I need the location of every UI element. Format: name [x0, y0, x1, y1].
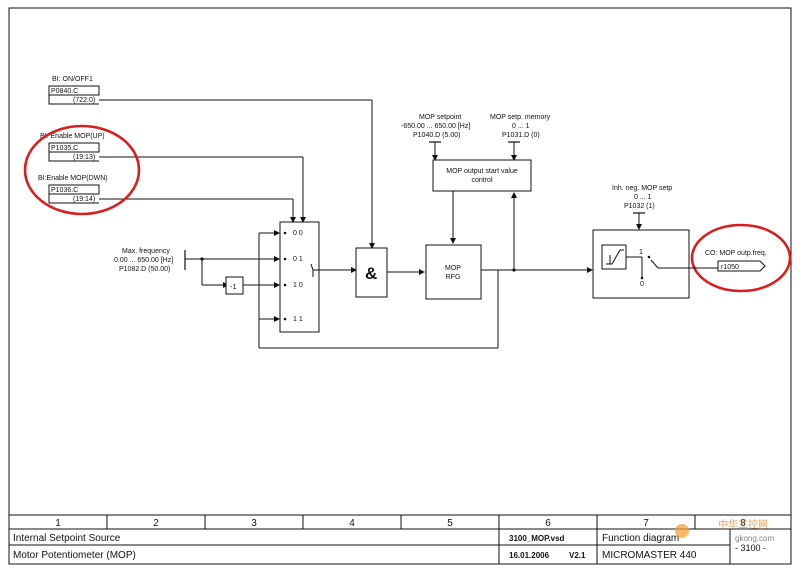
watermark-logo-icon	[675, 524, 689, 538]
selector-row-3: 1 0	[293, 282, 303, 289]
selector-block: 0 0 0 1 1 0 1 1	[279, 221, 320, 333]
selector-row-1: 0 0	[293, 230, 303, 237]
file-name: 3100_MOP.vsd	[509, 534, 565, 543]
mop-memory-label: MOP setp. memory	[490, 114, 551, 121]
mop-setpoint-label: MOP setpoint	[419, 114, 461, 121]
column-5: 5	[447, 518, 453, 529]
watermark-text: gkong.com	[735, 534, 774, 543]
start-value-control-line1: MOP output start value	[446, 168, 518, 175]
mop-memory-param: P1031.D (0)	[502, 132, 540, 139]
signal-on-off-param-box	[48, 85, 100, 96]
signal-enable-up-param: P1035.C	[51, 145, 78, 152]
column-4: 4	[349, 518, 355, 529]
max-frequency-label: Max. frequency	[122, 248, 170, 255]
limiter-icon	[601, 244, 627, 270]
signal-enable-up: BI: Enable MOP(UP) P1035.C (19:13)	[40, 133, 306, 223]
mop-setpoint-range: -650.00 ... 650.00 [Hz]	[401, 123, 470, 130]
mop-rfg-line2: RFG	[446, 274, 461, 281]
signal-enable-down-param-box	[48, 184, 100, 195]
output-param: r1050	[721, 264, 739, 271]
revision-date: 16.01.2006	[509, 551, 550, 560]
max-frequency-param: P1082.D (50.00)	[119, 266, 170, 273]
column-6: 6	[545, 518, 551, 529]
mop-memory: MOP setp. memory 0 ... 1 P1031.D (0)	[490, 114, 551, 161]
signal-enable-down-value: (19:14)	[73, 196, 95, 203]
column-2: 2	[153, 518, 159, 529]
output-label: CO: MOP outp.freq.	[705, 250, 767, 257]
inhibit-negative: Inh. neg. MOP setp 0 ... 1 P1032 (1)	[612, 185, 672, 230]
column-3: 3	[251, 518, 257, 529]
selector-row-4: 1 1	[293, 316, 303, 323]
signal-on-off-value: (722:0)	[73, 97, 95, 104]
signal-enable-up-param-box	[48, 142, 100, 153]
diagram-frame	[8, 7, 792, 565]
start-value-control-line2: control	[471, 177, 492, 184]
mop-rfg-block: MOP RFG	[425, 244, 482, 300]
start-value-control-block: MOP output start value control	[432, 159, 532, 192]
column-1: 1	[55, 518, 61, 529]
signal-on-off: BI: ON/OFF1 P0840.C (722:0)	[48, 76, 375, 249]
signal-enable-down-param: P1036.C	[51, 187, 78, 194]
inhibit-negative-param: P1032 (1)	[624, 203, 655, 210]
signal-enable-up-value: (19:13)	[73, 154, 95, 161]
mop-setpoint: MOP setpoint -650.00 ... 650.00 [Hz] P10…	[401, 114, 470, 161]
revision-version: V2.1	[569, 551, 586, 560]
signal-enable-up-label: BI: Enable MOP(UP)	[40, 133, 105, 140]
signal-on-off-param: P0840.C	[51, 88, 78, 95]
annotation-ellipse-inputs	[23, 124, 141, 216]
negate-label: -1	[230, 282, 237, 291]
selector-row-2: 0 1	[293, 256, 303, 263]
limiter-switch-block: 1 0	[592, 229, 690, 299]
mop-setpoint-param: P1040.D (5.00)	[413, 132, 460, 139]
inhibit-negative-range: 0 ... 1	[634, 194, 652, 201]
switch-position-0: 0	[640, 281, 644, 288]
mop-rfg-line1: MOP	[445, 265, 461, 272]
max-frequency: Max. frequency 0.00 ... 650.00 [Hz] P108…	[114, 230, 280, 348]
output-connector: CO: MOP outp.freq. r1050	[705, 250, 767, 272]
column-8: 8	[740, 518, 746, 529]
diagram-title-line1: Internal Setpoint Source	[13, 533, 121, 544]
diagram-title-line2: Motor Potentiometer (MOP)	[13, 550, 136, 561]
title-block: 1 2 3 4 5 6 7 8 Internal Setpoint Source…	[9, 514, 791, 564]
inhibit-negative-label: Inh. neg. MOP setp	[612, 185, 672, 192]
mop-memory-range: 0 ... 1	[512, 123, 530, 130]
document-type: Function diagram	[602, 533, 679, 544]
signal-enable-down: BI:Enable MOP(DWN) P1036.C (19:14)	[38, 175, 296, 223]
product-name: MICROMASTER 440	[602, 550, 697, 561]
signal-on-off-label: BI: ON/OFF1	[52, 76, 93, 83]
output-arrow	[717, 260, 766, 272]
and-symbol: &	[365, 264, 377, 283]
column-7: 7	[643, 518, 649, 529]
signal-enable-down-label: BI:Enable MOP(DWN)	[38, 175, 108, 182]
annotation-ellipse-output	[690, 223, 792, 293]
watermark-cn: 中华工控网	[718, 518, 768, 531]
watermark: 中华工控网 gkong.com	[675, 518, 774, 543]
and-gate: &	[355, 247, 388, 298]
switch-position-1: 1	[639, 249, 643, 256]
max-frequency-range: 0.00 ... 650.00 [Hz]	[114, 257, 173, 264]
page-number: - 3100 -	[735, 543, 766, 553]
